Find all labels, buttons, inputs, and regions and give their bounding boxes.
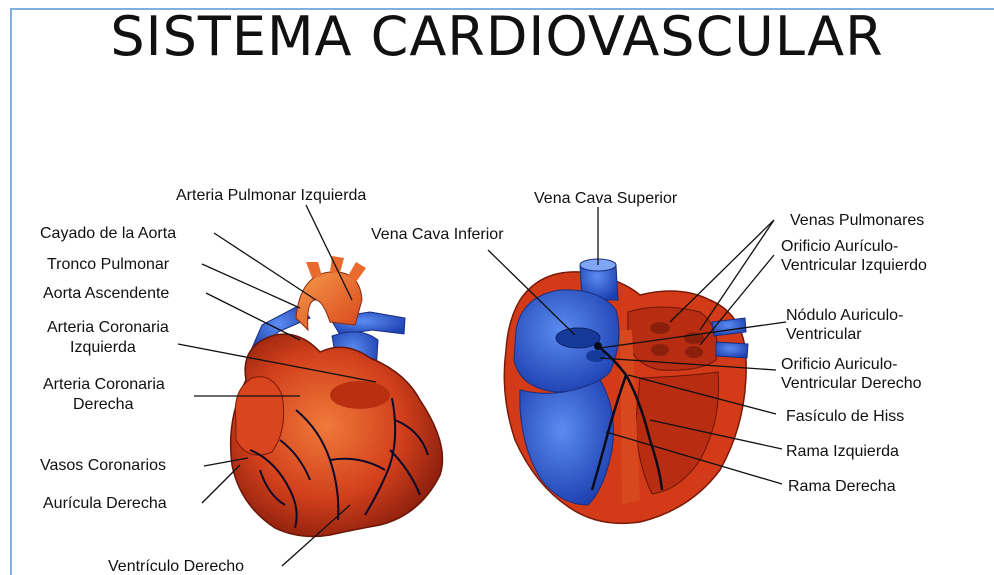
label-orificio-der-2: Ventricular Derecho bbox=[781, 375, 922, 392]
label-venas-pulmonares: Venas Pulmonares bbox=[790, 212, 924, 229]
label-coronaria-derecha-1: Arteria Coronaria bbox=[43, 376, 165, 393]
aorta-base bbox=[330, 381, 390, 409]
pulmonary-vein-lower bbox=[716, 342, 748, 358]
label-coronaria-izquierda-2: Izquierda bbox=[70, 339, 136, 356]
label-aorta-ascendente: Aorta Ascendente bbox=[43, 285, 169, 302]
right-ventricle-interior bbox=[520, 380, 614, 505]
label-tronco-pulmonar: Tronco Pulmonar bbox=[47, 256, 170, 273]
label-orificio-der-1: Orificio Auriculo- bbox=[781, 356, 897, 373]
label-vena-cava-inferior: Vena Cava Inferior bbox=[371, 226, 504, 243]
label-orificio-izq-1: Orificio Aurículo- bbox=[781, 238, 898, 255]
label-nodulo-2: Ventricular bbox=[786, 326, 862, 343]
label-auricula-derecha: Aurícula Derecha bbox=[43, 495, 167, 512]
label-coronaria-izquierda-1: Arteria Coronaria bbox=[47, 319, 169, 336]
label-cayado-aorta: Cayado de la Aorta bbox=[40, 225, 176, 242]
left-orifice-4 bbox=[685, 346, 703, 358]
left-orifice-3 bbox=[651, 344, 669, 356]
aortic-arch bbox=[296, 272, 362, 330]
label-vasos-coronarios: Vasos Coronarios bbox=[40, 457, 166, 474]
label-fasciculo-hiss: Fasículo de Hiss bbox=[786, 408, 904, 425]
label-coronaria-derecha-2: Derecha bbox=[73, 396, 134, 413]
label-nodulo-1: Nódulo Auriculo- bbox=[786, 307, 903, 324]
arch-branch-1 bbox=[306, 262, 322, 278]
label-vena-cava-superior: Vena Cava Superior bbox=[534, 190, 678, 207]
label-rama-derecha: Rama Derecha bbox=[788, 478, 896, 495]
label-orificio-izq-2: Ventricular Izquierdo bbox=[781, 257, 927, 274]
right-atrium bbox=[235, 377, 283, 455]
inferior-vena-cava-orifice bbox=[556, 328, 600, 348]
av-node bbox=[594, 342, 602, 350]
label-arteria-pulmonar-izquierda: Arteria Pulmonar Izquierda bbox=[176, 187, 366, 204]
label-ventriculo-derecho: Ventrículo Derecho bbox=[108, 558, 244, 575]
label-rama-izquierda: Rama Izquierda bbox=[786, 443, 899, 460]
interior-heart bbox=[504, 259, 748, 523]
left-orifice-1 bbox=[650, 322, 670, 334]
